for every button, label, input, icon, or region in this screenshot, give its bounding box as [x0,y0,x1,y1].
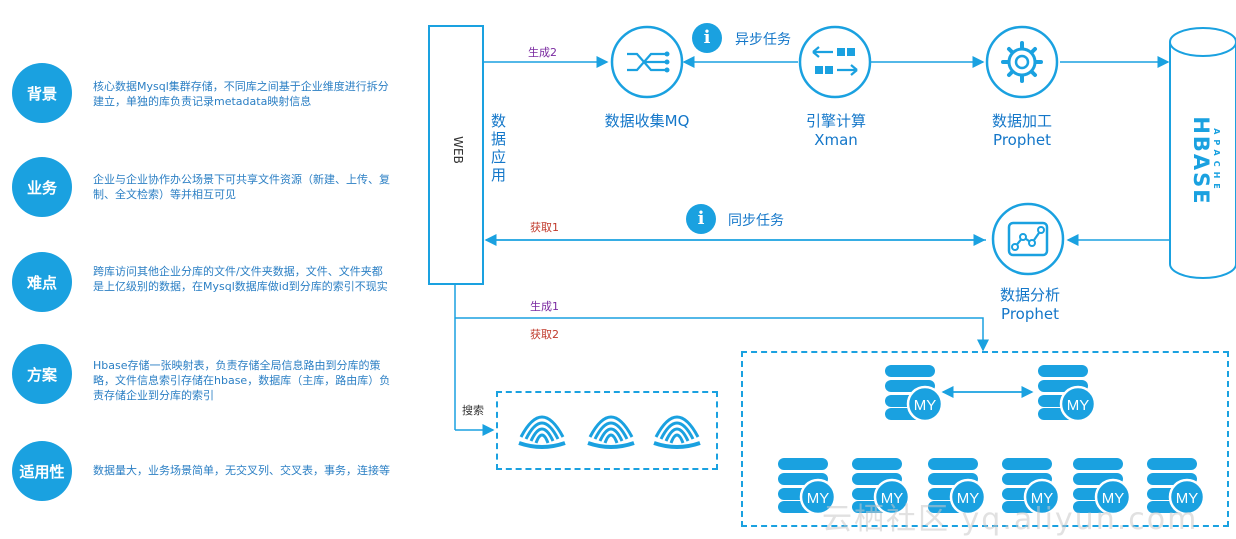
edge-label-search: 搜索 [462,404,484,417]
analytics-icon [991,202,1065,276]
svg-text:MY: MY [1102,490,1125,507]
row-title: 方案 [26,365,57,384]
edge-label-gen1: 生成1 [530,300,559,313]
row-title: 背景 [26,84,57,103]
svg-text:MY: MY [1031,490,1054,507]
svg-text:MY: MY [957,490,980,507]
web-box [428,25,484,285]
mysql-db-icon: MY [883,359,945,427]
row-text: 数据量大，业务场景简单，无交叉列、交叉表，事务，连接等 [93,464,390,477]
info-icon: i [692,23,722,53]
search-cluster-box [496,391,718,470]
row-title: 难点 [26,273,57,292]
web-label: WEB [451,136,465,164]
mysql-db-icon: MY [1000,452,1062,520]
svg-text:MY: MY [1176,490,1199,507]
hbase-name: HBASE [1189,116,1213,206]
analysis-label: 数据分析 Prophet [970,286,1090,324]
edge-web-to-db [455,317,989,352]
row-badge-difficulty: 难点 [12,252,72,312]
sync-task-label: 同步任务 [728,213,784,229]
row-text: 跨库访问其他企业分库的文件/文件夹数据，文件、文件夹都是上亿级别的数据，在Mys… [93,265,388,293]
watermark: 云栖社区 yq.aliyun.com [822,502,1199,537]
row-badge-applicability: 适用性 [12,441,72,501]
hbase-cylinder [1169,27,1236,279]
prophet-process-subtitle: Prophet [993,131,1051,149]
svg-text:MY: MY [914,397,937,414]
mysql-db-icon: MY [926,452,988,520]
mysql-db-icon: MY [1036,359,1098,427]
search-node-icon [587,415,635,449]
analysis-subtitle: Prophet [1001,305,1059,323]
row-title: 业务 [26,178,57,197]
svg-text:MY: MY [1067,397,1090,414]
prophet-process-label: 数据加工 Prophet [962,112,1082,150]
analysis-title: 数据分析 [999,286,1060,304]
shuffle-icon [610,25,684,99]
row-text: Hbase存储一张映射表，负责存储全局信息路由到分库的策略，文件信息索引存储在h… [93,359,391,402]
xman-label: 引擎计算 Xman [776,112,896,150]
xman-subtitle: Xman [814,131,858,149]
mysql-db-icon: MY [1145,452,1207,520]
search-node-icon [653,415,701,449]
edge-label-get2: 获取2 [530,328,559,341]
hbase-brand: APACHE [1212,128,1221,194]
row-text: 企业与企业协作办公场景下可共享文件资源（新建、上传、复制、全文检索）等并相互可见 [93,173,390,201]
row-text: 核心数据Mysql集群存储，不同库之间基于企业维度进行拆分建立，单独的库负责记录… [93,80,389,108]
mysql-cluster-box [741,351,1229,527]
mysql-db-icon: MY [776,452,838,520]
async-task-label: 异步任务 [735,32,791,48]
hbase-logo: APACHE HBASE [1185,105,1221,217]
mysql-db-icon: MY [850,452,912,520]
row-title: 适用性 [19,462,65,481]
search-node-icon [518,415,566,449]
engine-icon [798,25,872,99]
info-icon: i [686,204,716,234]
edge-label-gen2: 生成2 [528,46,557,59]
web-side-label: 数据应用 [491,112,507,184]
gear-icon [985,25,1059,99]
mq-label: 数据收集MQ [604,112,690,130]
xman-title: 引擎计算 [805,112,866,130]
svg-text:MY: MY [881,490,904,507]
row-badge-business: 业务 [12,157,72,217]
row-badge-background: 背景 [12,63,72,123]
mysql-db-icon: MY [1071,452,1133,520]
edge-label-get1: 获取1 [530,221,559,234]
svg-text:MY: MY [807,490,830,507]
prophet-process-title: 数据加工 [991,112,1052,130]
row-badge-solution: 方案 [12,344,72,404]
